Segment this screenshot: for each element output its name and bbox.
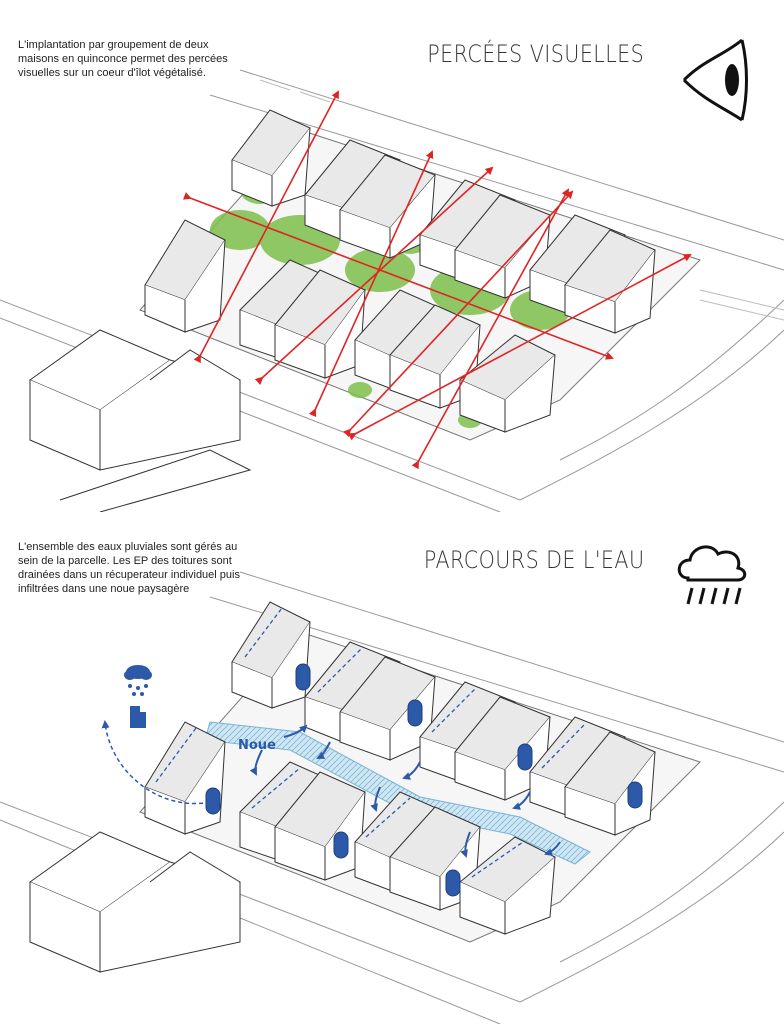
rain-barrel	[205, 787, 221, 815]
noue-swale	[204, 721, 591, 865]
neighbour-buildings	[28, 831, 241, 973]
caption-eau: L'ensemble des eaux pluviales sont gérés…	[18, 541, 240, 595]
cycle-arrow	[101, 720, 211, 805]
neighbour-buildings	[28, 329, 252, 512]
axonometric-plan-bottom: Noue	[0, 545, 784, 1024]
rain-barrel	[295, 663, 311, 691]
sight-lines	[182, 90, 692, 470]
eye-icon	[682, 38, 748, 122]
title-percees: PERCÉES VISUELLES	[427, 40, 644, 68]
cloud-drop-icon	[124, 665, 152, 696]
water-tank-icon	[130, 706, 146, 728]
rain-barrel	[445, 869, 461, 897]
flow-arrows	[249, 724, 561, 858]
rain-cloud-icon	[677, 545, 747, 605]
caption-percees: L'implantation par groupement de deux ma…	[18, 39, 228, 79]
rain-barrel	[517, 743, 533, 771]
rain-barrels	[205, 663, 643, 897]
houses	[144, 601, 656, 935]
panel-percees-visuelles: L'implantation par groupement de deux ma…	[0, 38, 784, 512]
infiltration-cycle	[101, 665, 211, 805]
roof-drainage	[155, 607, 587, 878]
rain-barrel	[407, 699, 423, 727]
panel-parcours-eau: L'ensemble des eaux pluviales sont gérés…	[0, 512, 784, 1024]
rain-barrel	[627, 781, 643, 809]
sight-arrow	[347, 254, 692, 441]
noue-label: Noue	[238, 738, 276, 753]
rain-barrel	[333, 831, 349, 859]
title-eau: PARCOURS DE L'EAU	[423, 546, 644, 574]
axonometric-plan-top	[0, 38, 784, 512]
